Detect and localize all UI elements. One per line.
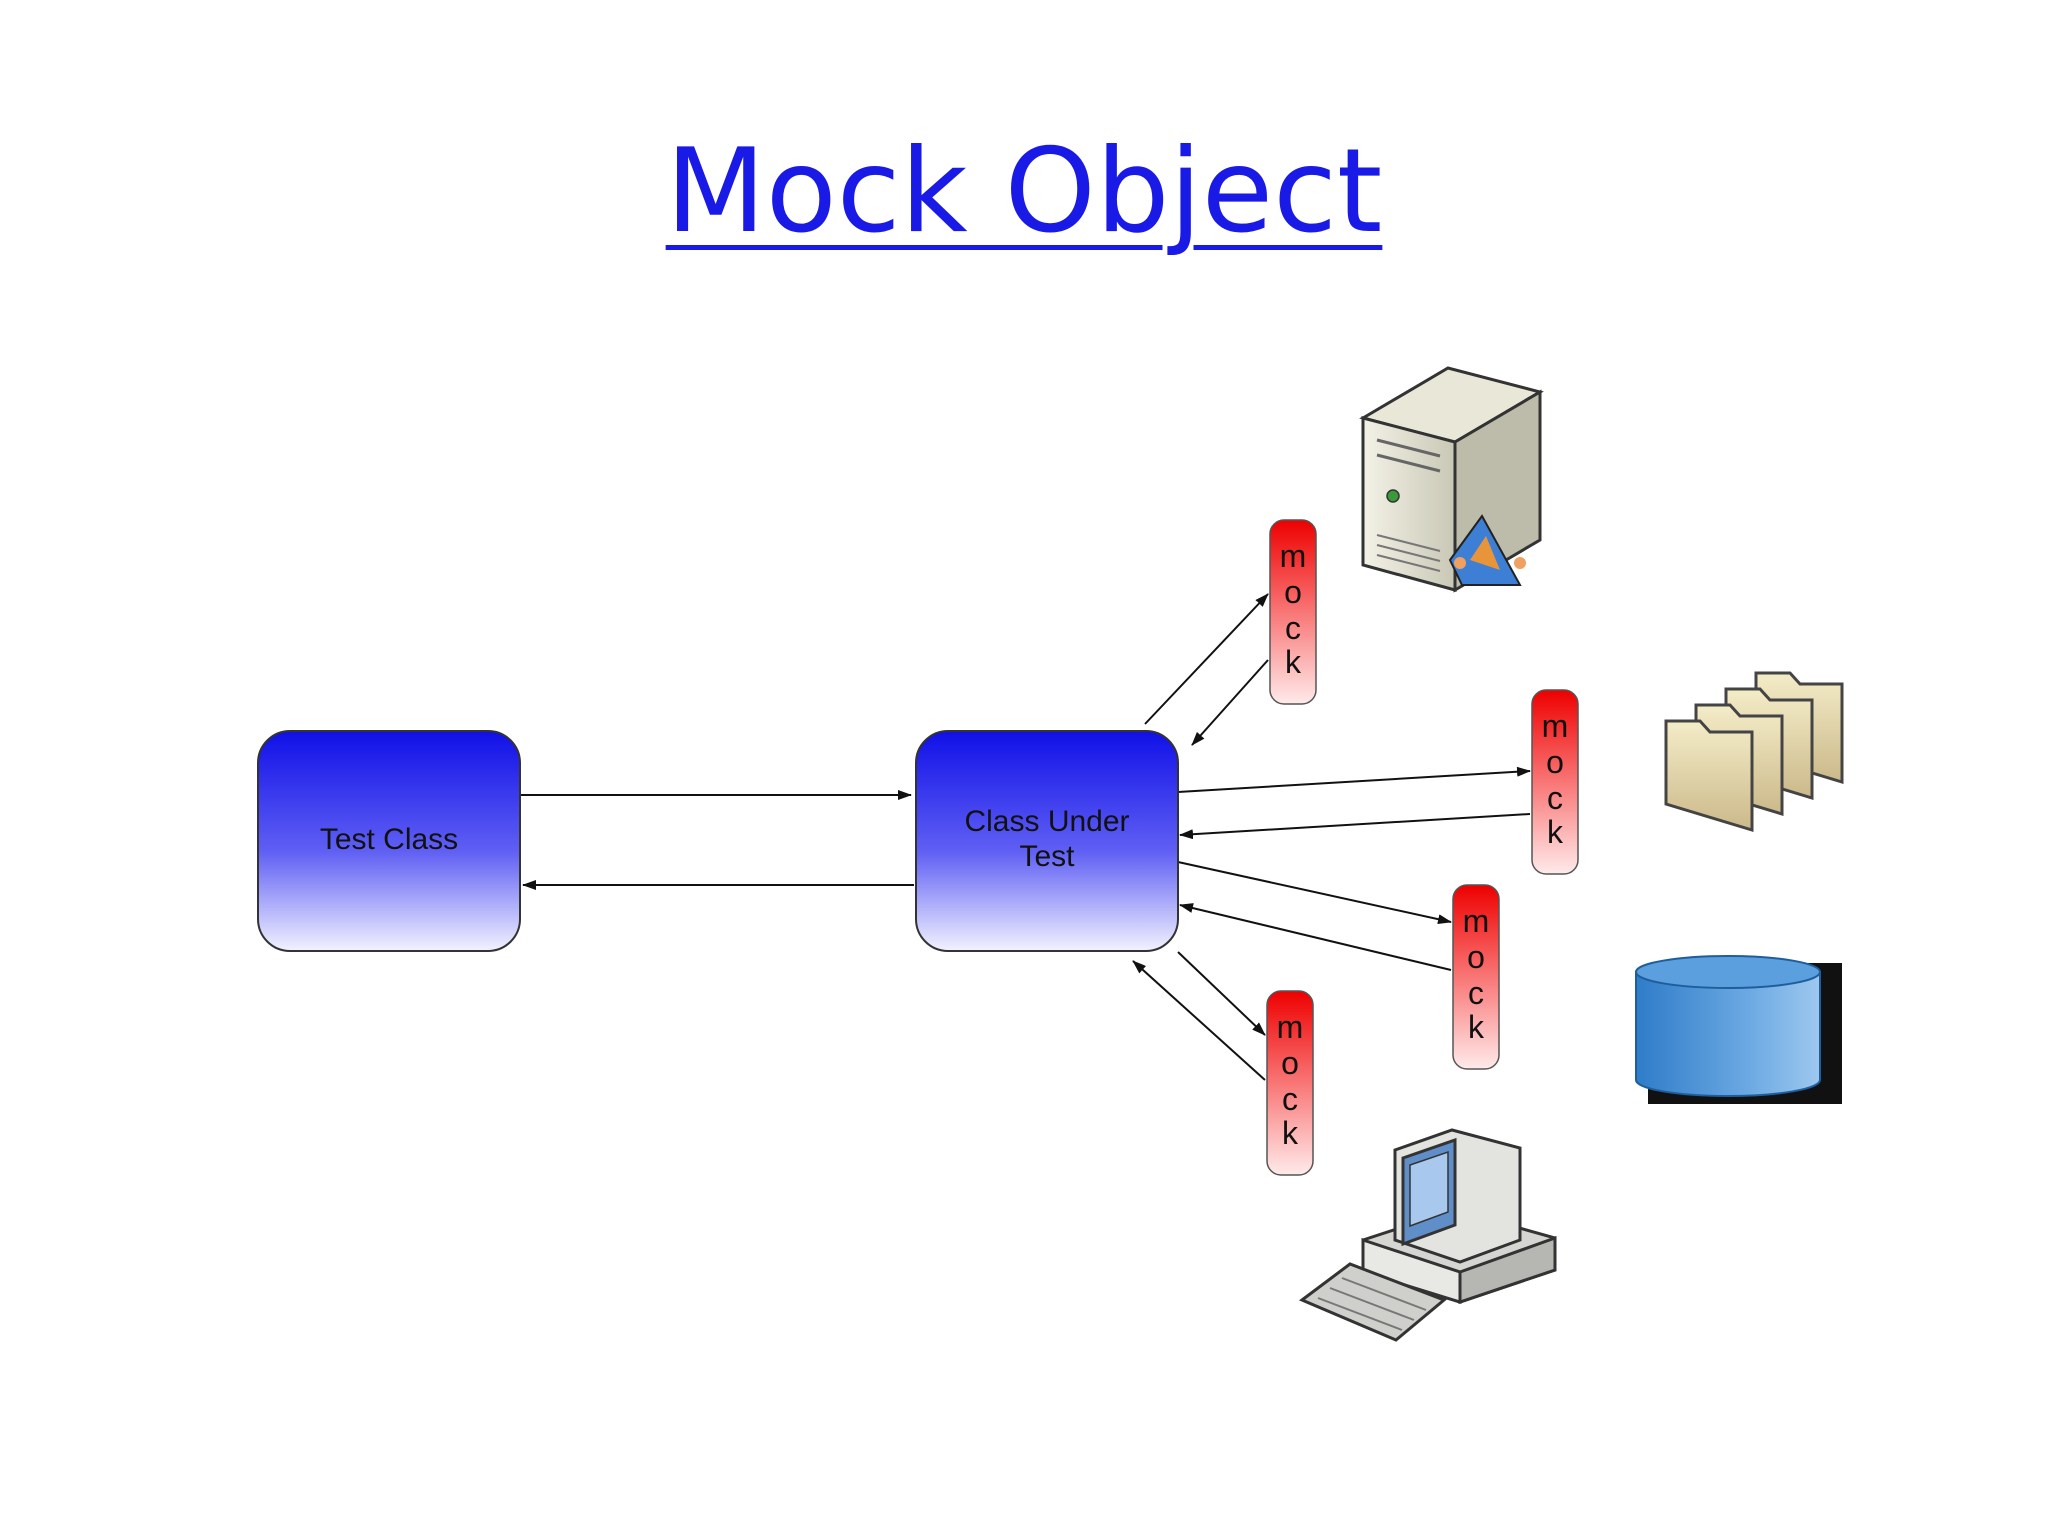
mock-letter: c [1547, 780, 1563, 816]
title-link[interactable]: Mock Object [665, 124, 1383, 259]
mock-letter: c [1282, 1081, 1298, 1117]
mock-letter: k [1547, 814, 1564, 850]
arrow-mock2-to-cut [1179, 813, 1531, 840]
folders-icon [1664, 671, 1844, 833]
class-under-test-node: Class Under Test [915, 730, 1179, 952]
mock-letter: o [1284, 574, 1302, 610]
mock-letter: k [1282, 1115, 1299, 1151]
mock-letter: m [1542, 708, 1569, 744]
computer-icon [1299, 1128, 1557, 1342]
test-class-label: Test Class [320, 823, 458, 856]
mock-letter: o [1281, 1045, 1299, 1081]
mock-pill: m o c k [1266, 990, 1314, 1176]
arrow-mock4-to-cut [1132, 960, 1266, 1081]
mock-letter: k [1285, 644, 1302, 680]
database-icon [1635, 955, 1842, 1104]
mock-letter: o [1467, 939, 1485, 975]
test-class-node: Test Class [257, 730, 521, 952]
class-under-test-label-line2: Test [1019, 840, 1075, 873]
mock-letter: m [1277, 1009, 1304, 1045]
arrow-mock1-to-cut [1191, 659, 1269, 746]
mock-letter: o [1546, 744, 1564, 780]
mock-letter: m [1280, 538, 1307, 574]
arrow-cut-to-mock1 [1144, 593, 1269, 725]
mock-letter: c [1285, 610, 1301, 646]
arrow-cut-to-mock4 [1177, 951, 1266, 1036]
arrow-mock3-to-cut [1179, 903, 1452, 971]
class-under-test-label-line1: Class Under [964, 805, 1129, 838]
mock-letter: c [1468, 975, 1484, 1011]
mock-pill: m o c k [1531, 689, 1579, 875]
arrow-cut-to-mock3 [1177, 861, 1452, 925]
slide-title: Mock Object [0, 122, 2048, 262]
arrows [521, 593, 1531, 1081]
mock-pill: m o c k [1452, 884, 1500, 1070]
mock-letter: m [1463, 903, 1490, 939]
server-icon [1359, 366, 1544, 593]
arrow-cut-to-mock2 [1177, 766, 1531, 793]
mock-pill: m o c k [1269, 519, 1317, 705]
mock-letter: k [1468, 1009, 1485, 1045]
